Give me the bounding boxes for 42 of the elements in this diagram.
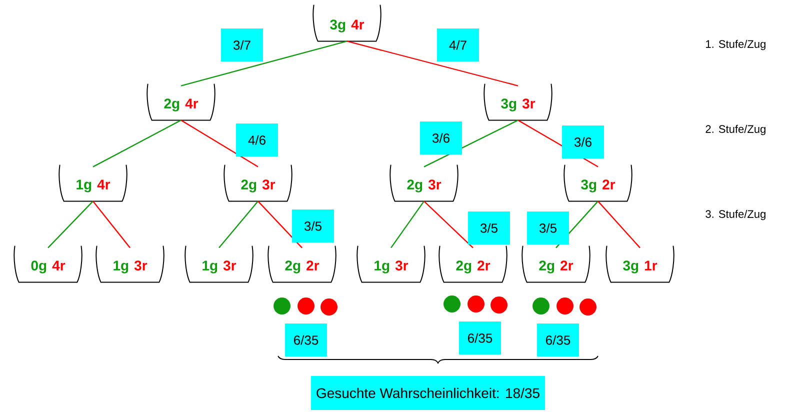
urn: 3g 4r [312,4,382,42]
branch-line [180,120,258,168]
stage-label: 1. Stufe/Zug [706,40,766,50]
edge-label: 4/6 [236,124,278,156]
urn: 0g 4r [14,245,82,283]
urn: 1g 3r [184,245,254,283]
urn: 2g 3r [224,164,292,202]
urn: 3g 3r [484,83,552,121]
probability-label: 6/35 [537,323,579,356]
branch-line [180,40,348,86]
branch-line [92,200,130,248]
branch-line [218,200,258,248]
branch-line [48,200,94,248]
probability-label: 6/35 [459,321,501,354]
edge-label: 4/7 [437,28,479,62]
edge-label: 3/5 [292,210,334,242]
branch-line [92,120,182,168]
branch-line [346,40,518,86]
urn: 2g 3r [390,164,458,202]
edge-label: 3/6 [420,122,462,154]
urn: 2g 2r [438,245,508,283]
urn: 2g 2r [268,245,336,283]
edge-label: 3/5 [527,212,569,244]
urn: 1g 3r [96,245,164,283]
edge-label: 3/5 [468,212,510,244]
probability-label: 6/35 [285,323,327,356]
edge-label: 3/7 [221,28,263,62]
urn: 3g 2r [564,164,632,202]
edge-label: 3/6 [562,126,604,158]
stage-label: 2. Stufe/Zug [706,124,766,136]
urn: 3g 1r [606,245,674,283]
urn: 1g 4r [58,164,128,202]
branch-line [598,200,640,248]
branch-line [390,200,424,248]
urn: 2g 4r [146,83,216,121]
urn: 1g 3r [356,245,426,283]
branch-line [424,200,474,248]
urn: 2g 2r [522,245,590,283]
branch-line [258,200,302,248]
branch-line [424,120,518,168]
stage-label: 3. Stufe/Zug [706,210,766,220]
result-label: Gesuchte Wahrscheinlichkeit: 18/35 [310,376,546,410]
